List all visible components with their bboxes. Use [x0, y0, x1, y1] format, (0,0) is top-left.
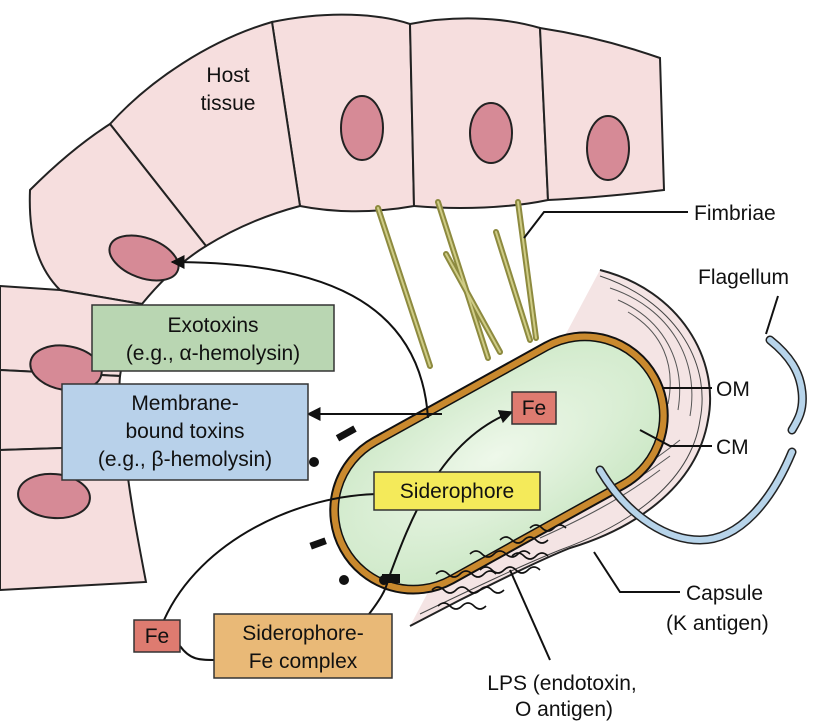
lps-label-2: O antigen)	[515, 698, 613, 721]
nucleus	[586, 115, 630, 181]
siderophore-fe-label-2: Fe complex	[249, 650, 358, 673]
membrane-toxin-marker	[382, 574, 400, 583]
exotoxins-box: Exotoxins (e.g., α-hemolysin)	[91, 304, 335, 372]
fe-outside-box: Fe	[133, 619, 181, 653]
membrane-dot	[309, 457, 319, 467]
membrane-toxin-marker	[335, 425, 357, 442]
host-tissue-label: tissue	[201, 92, 256, 115]
nucleus	[340, 95, 384, 161]
siderophore-box: Siderophore	[373, 471, 541, 511]
nucleus	[17, 472, 91, 520]
siderophore-fe-complex-box: Siderophore- Fe complex	[213, 613, 393, 679]
fe-outside-label: Fe	[145, 625, 170, 648]
exotoxins-example: (e.g., α-hemolysin)	[126, 342, 300, 365]
exotoxins-label: Exotoxins	[167, 314, 258, 337]
siderophore-fe-label: Siderophore-	[242, 622, 363, 645]
membrane-toxin-marker	[309, 537, 327, 550]
flagellum	[595, 335, 807, 545]
om-label: OM	[716, 378, 750, 401]
host-cell	[108, 20, 302, 248]
fimbriae-label: Fimbriae	[694, 202, 776, 225]
capsule-label-2: (K antigen)	[666, 612, 769, 635]
host-cell	[538, 26, 666, 202]
lps-squiggles	[431, 524, 567, 610]
leader-lines	[163, 211, 779, 661]
fe-inside-label: Fe	[522, 397, 547, 420]
fe-inside-box: Fe	[511, 391, 557, 425]
membrane-dot	[339, 575, 349, 585]
cytoplasm	[337, 339, 661, 587]
membrane-toxins-label-2: bound toxins	[125, 420, 244, 443]
membrane-toxins-example: (e.g., β-hemolysin)	[98, 448, 272, 471]
lps-label: LPS (endotoxin,	[487, 672, 636, 695]
nucleus	[469, 102, 513, 164]
membrane-toxins-label: Membrane-	[131, 392, 238, 415]
nucleus	[108, 234, 180, 282]
flagellum-label: Flagellum	[698, 266, 789, 289]
siderophore-label: Siderophore	[400, 480, 514, 503]
cm-label: CM	[716, 436, 749, 459]
bacterium	[309, 331, 669, 595]
fimbriae	[375, 199, 539, 369]
membrane-toxins-box: Membrane- bound toxins (e.g., β-hemolysi…	[61, 383, 309, 481]
capsule-label: Capsule	[686, 582, 763, 605]
host-tissue-label: Host	[206, 64, 249, 87]
